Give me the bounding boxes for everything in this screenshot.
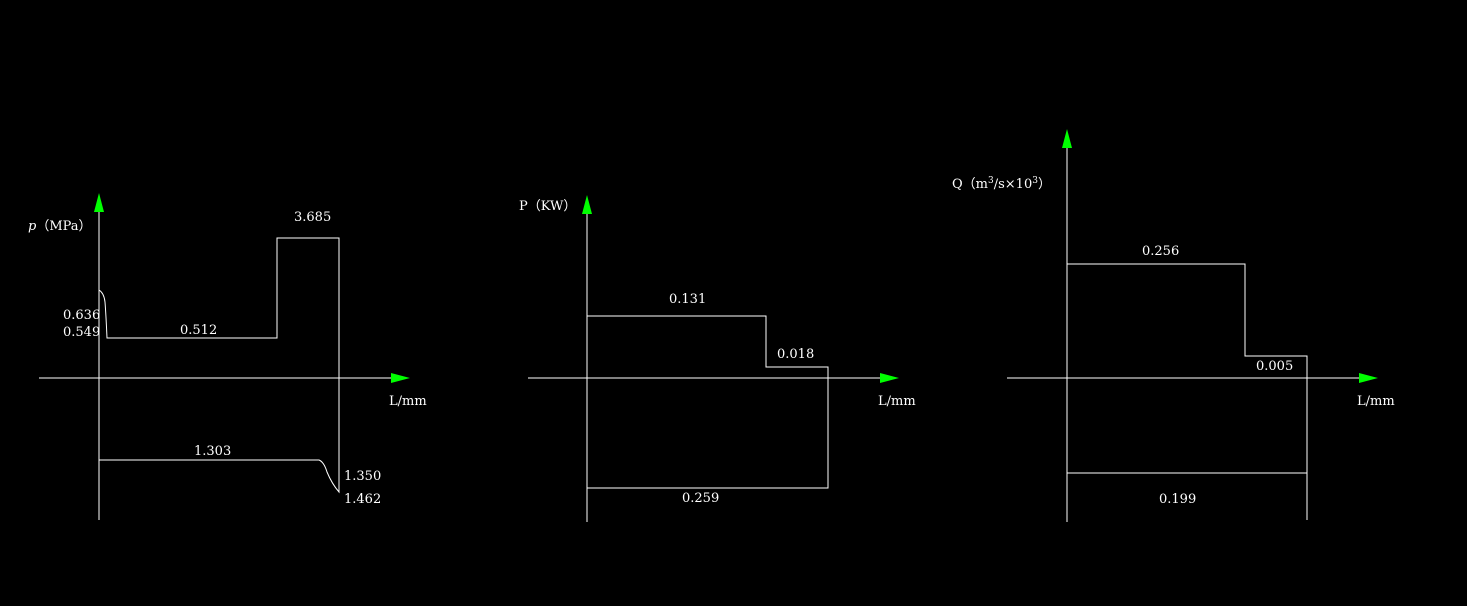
flow-upper-curve — [1067, 263, 1308, 378]
power-lower-level-value: 0.259 — [682, 491, 719, 506]
pressure-y-arrow-icon — [94, 193, 104, 212]
pressure-diagram: p（MPa） L/mm 3.685 0.636 0.549 0.512 1.30… — [28, 193, 427, 520]
flow-y-arrow-icon — [1062, 129, 1072, 148]
pressure-lower-curve — [99, 378, 340, 494]
flow-x-arrow-icon — [1359, 373, 1378, 383]
pressure-start-top-value: 0.636 — [63, 308, 100, 323]
pressure-start-bottom-value: 0.549 — [63, 325, 100, 340]
pressure-end-bottom-value: 1.462 — [344, 492, 381, 507]
pressure-lower-level-value: 1.303 — [194, 444, 231, 459]
flow-y-label: Q（m3/s×103） — [952, 176, 1051, 192]
power-diagram: P（KW） L/mm 0.131 0.018 0.259 — [519, 195, 916, 522]
power-upper-level-value: 0.131 — [669, 292, 706, 307]
pressure-peak-value: 3.685 — [294, 210, 331, 225]
power-x-label: L/mm — [878, 394, 916, 409]
pressure-x-label: L/mm — [389, 394, 427, 409]
pressure-y-label: p（MPa） — [28, 219, 92, 234]
pressure-upper-level-value: 0.512 — [180, 323, 217, 338]
pressure-upper-curve — [98, 237, 340, 378]
flow-step-level-value: 0.005 — [1256, 359, 1293, 374]
pressure-x-arrow-icon — [391, 373, 410, 383]
flow-lower-level-value: 0.199 — [1159, 492, 1196, 507]
power-x-arrow-icon — [880, 373, 899, 383]
power-y-label: P（KW） — [519, 199, 576, 214]
flow-x-label: L/mm — [1357, 394, 1395, 409]
flow-diagram: Q（m3/s×103） L/mm 0.256 0.005 0.199 — [952, 129, 1395, 522]
flow-upper-level-value: 0.256 — [1142, 244, 1179, 259]
power-lower-curve — [587, 378, 829, 489]
pressure-end-top-value: 1.350 — [344, 469, 381, 484]
power-y-arrow-icon — [582, 195, 592, 214]
power-upper-curve — [587, 315, 829, 378]
power-step-level-value: 0.018 — [777, 347, 814, 362]
